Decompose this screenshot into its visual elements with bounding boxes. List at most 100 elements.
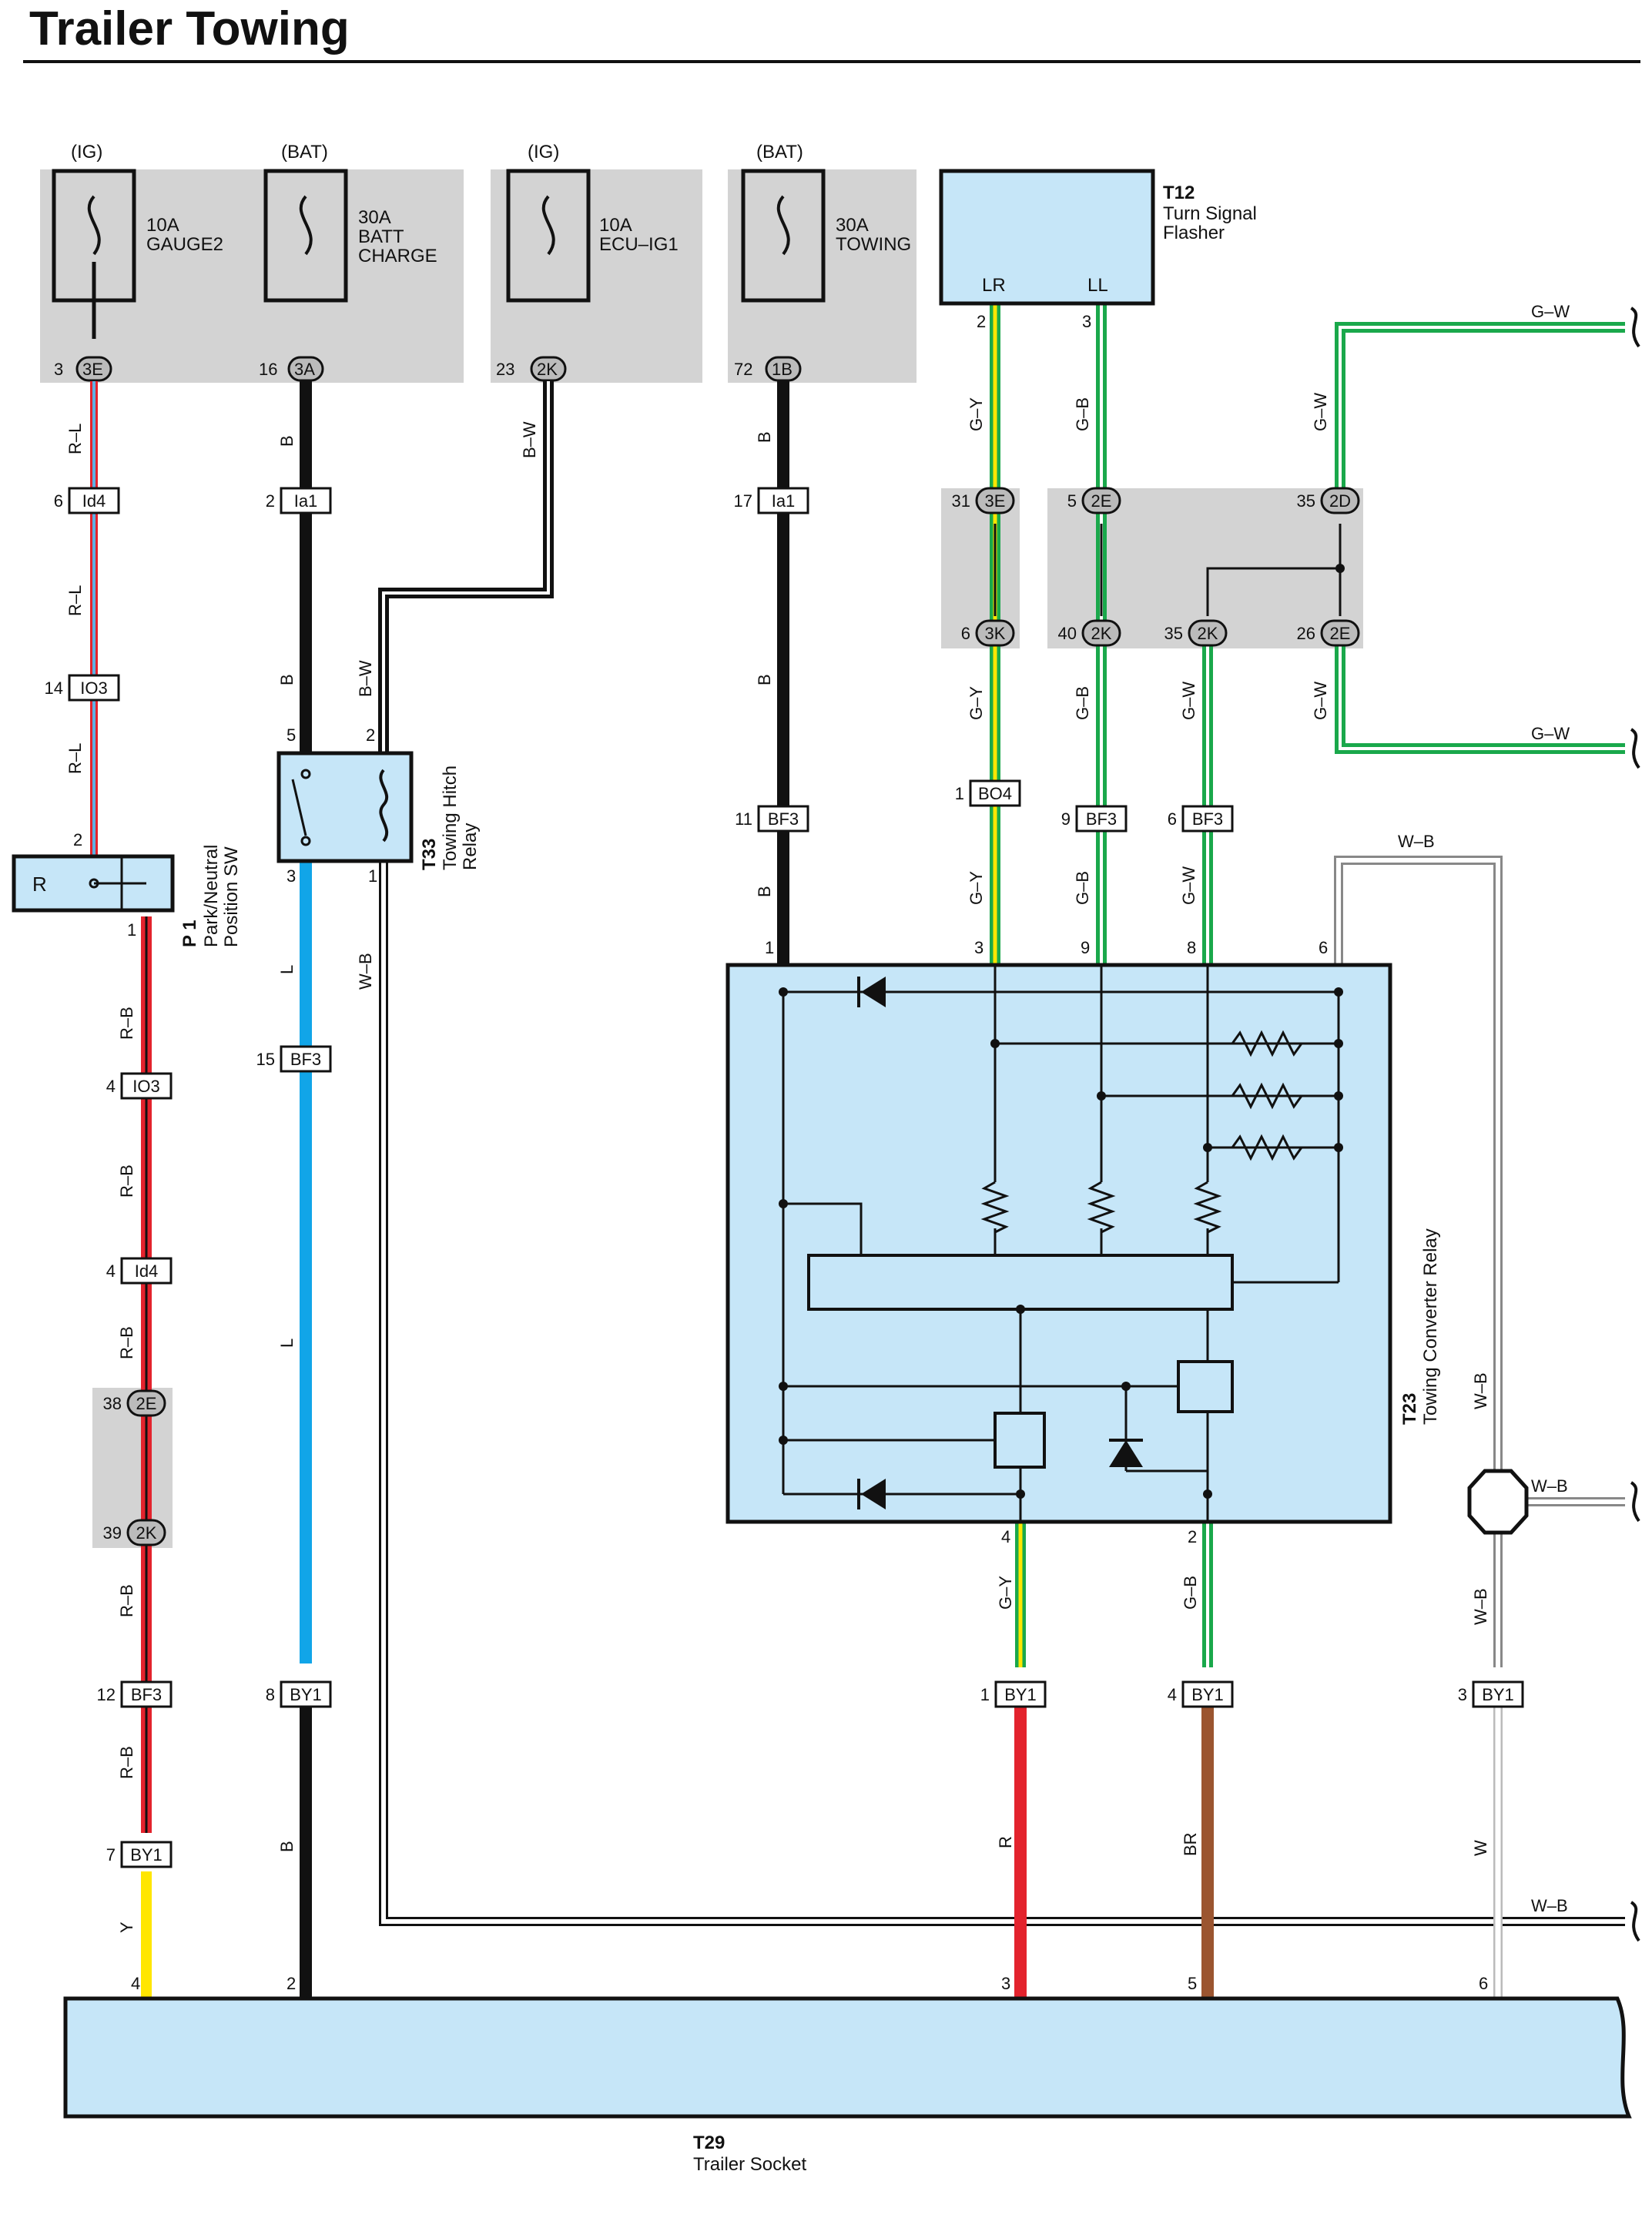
svg-text:31: 31 xyxy=(952,491,970,511)
svg-text:Id4: Id4 xyxy=(135,1261,159,1281)
svg-text:B: B xyxy=(277,435,297,447)
svg-text:10A: 10A xyxy=(146,215,179,236)
svg-text:G–Y: G–Y xyxy=(967,686,986,720)
svg-text:39: 39 xyxy=(103,1523,122,1543)
junction-2e-38: 2E 38 xyxy=(103,1389,166,1417)
connector-ia1-17: Ia1 17 xyxy=(734,487,809,514)
svg-text:38: 38 xyxy=(103,1394,122,1413)
svg-text:B: B xyxy=(755,431,774,443)
svg-text:W–B: W–B xyxy=(1471,1588,1490,1625)
svg-text:3: 3 xyxy=(1082,312,1091,331)
svg-text:Park/Neutral: Park/Neutral xyxy=(201,845,222,947)
ground-junction xyxy=(1467,1469,1529,1535)
svg-text:3: 3 xyxy=(54,360,63,379)
svg-text:G–W: G–W xyxy=(1179,866,1198,905)
svg-text:IO3: IO3 xyxy=(132,1077,159,1096)
junction-2e-5: 2E5 xyxy=(1067,487,1121,514)
svg-text:L: L xyxy=(277,965,297,974)
svg-text:G–W: G–W xyxy=(1311,682,1330,720)
svg-text:BY1: BY1 xyxy=(1191,1685,1224,1704)
svg-text:Flasher: Flasher xyxy=(1163,223,1225,243)
svg-text:9: 9 xyxy=(1061,809,1071,829)
svg-text:3: 3 xyxy=(1458,1685,1467,1704)
svg-text:3K: 3K xyxy=(985,624,1006,643)
svg-text:IO3: IO3 xyxy=(80,678,107,698)
svg-text:ECU–IG1: ECU–IG1 xyxy=(599,234,679,255)
junction-3k-6: 3K6 xyxy=(961,619,1015,647)
svg-text:BO4: BO4 xyxy=(978,784,1012,803)
svg-text:BF3: BF3 xyxy=(1192,809,1223,829)
svg-text:G–W: G–W xyxy=(1531,302,1570,321)
svg-text:9: 9 xyxy=(1081,938,1090,957)
svg-text:R–B: R–B xyxy=(117,1164,136,1198)
svg-text:(BAT): (BAT) xyxy=(756,142,803,162)
svg-text:12: 12 xyxy=(97,1685,116,1704)
svg-text:W: W xyxy=(1471,1840,1490,1856)
svg-text:B: B xyxy=(755,886,774,897)
svg-text:1: 1 xyxy=(368,866,377,886)
svg-text:8: 8 xyxy=(1187,938,1196,957)
svg-text:T29: T29 xyxy=(693,2133,725,2153)
svg-text:LL: LL xyxy=(1087,275,1108,296)
svg-text:G–W: G–W xyxy=(1179,682,1198,720)
svg-text:(IG): (IG) xyxy=(71,142,102,162)
trailer-socket: 4 2 3 5 6 T29 Trailer Socket xyxy=(63,1974,1632,2175)
svg-text:Y: Y xyxy=(117,1921,136,1933)
svg-text:5: 5 xyxy=(287,725,296,745)
svg-text:G–B: G–B xyxy=(1181,1576,1200,1610)
svg-text:B–W: B–W xyxy=(520,421,539,458)
svg-text:Ia1: Ia1 xyxy=(772,491,796,511)
svg-text:BATT: BATT xyxy=(358,226,404,247)
svg-text:W–B: W–B xyxy=(1398,832,1435,851)
svg-text:R–B: R–B xyxy=(117,1326,136,1359)
fuse-batt-charge: (BAT) 30A BATT CHARGE xyxy=(263,142,437,303)
harness-continuation xyxy=(1630,307,1640,1942)
page-title: Trailer Towing xyxy=(29,2,350,55)
svg-text:Position SW: Position SW xyxy=(221,846,242,947)
wire-labels: R–L R–L R–L R–B R–B R–B R–B R–B Y B B L … xyxy=(65,302,1570,1933)
svg-text:5: 5 xyxy=(1188,1974,1197,1993)
fuse-ecu-ig1: (IG) 10A ECU–IG1 xyxy=(506,142,679,303)
fuse-towing: (BAT) 30A TOWING xyxy=(741,142,911,303)
svg-text:LR: LR xyxy=(982,275,1006,296)
svg-text:G–Y: G–Y xyxy=(967,397,986,431)
svg-text:Towing Converter Relay: Towing Converter Relay xyxy=(1420,1228,1441,1425)
svg-text:11: 11 xyxy=(735,809,752,829)
svg-text:2: 2 xyxy=(977,312,986,331)
svg-text:BY1: BY1 xyxy=(1482,1685,1514,1704)
svg-text:TOWING: TOWING xyxy=(836,234,911,255)
svg-text:3A: 3A xyxy=(294,360,315,379)
svg-text:R: R xyxy=(996,1836,1015,1848)
svg-text:(IG): (IG) xyxy=(528,142,559,162)
svg-text:Turn Signal: Turn Signal xyxy=(1163,203,1257,224)
svg-text:T33: T33 xyxy=(419,839,440,870)
svg-text:1: 1 xyxy=(127,920,136,940)
svg-text:B: B xyxy=(755,674,774,685)
svg-text:Trailer Socket: Trailer Socket xyxy=(693,2154,806,2175)
svg-text:G–B: G–B xyxy=(1073,397,1092,431)
svg-text:17: 17 xyxy=(734,491,752,511)
svg-text:R–L: R–L xyxy=(65,743,85,774)
svg-text:3: 3 xyxy=(287,866,296,886)
svg-text:26: 26 xyxy=(1297,624,1315,643)
svg-text:W–B: W–B xyxy=(356,953,375,990)
svg-text:3E: 3E xyxy=(82,360,103,379)
turn-signal-flasher: LR LL 2 3 T12 Turn Signal Flasher xyxy=(939,169,1257,331)
svg-text:6: 6 xyxy=(1319,938,1328,957)
svg-text:CHARGE: CHARGE xyxy=(358,246,437,266)
junction-links xyxy=(145,524,1342,1513)
towing-converter-relay: 1 3 9 8 6 4 2 T23 Towing Converter Relay xyxy=(725,938,1441,1546)
svg-text:23: 23 xyxy=(496,360,514,379)
svg-text:2E: 2E xyxy=(136,1394,157,1413)
